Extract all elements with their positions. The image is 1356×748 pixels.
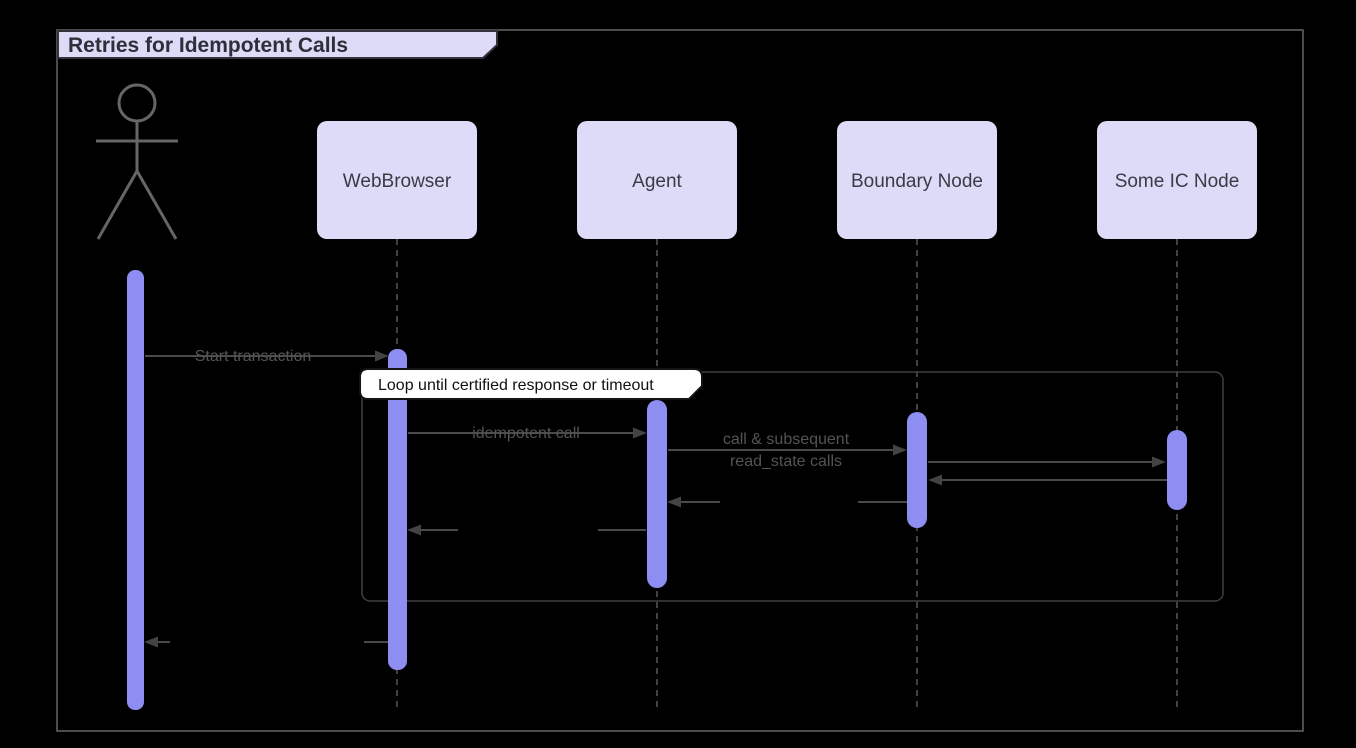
diagram-frame [56,29,1304,732]
actor-head [117,83,157,123]
actor-leg-left [96,170,139,240]
arrowhead [928,474,942,486]
message-label: Start transaction [195,348,312,365]
arrowhead [144,636,158,648]
participant-box [837,121,997,239]
message-idempotent-call: idempotent call [408,425,647,442]
arrowhead [375,350,389,362]
message-label: idempotent call [472,425,580,442]
participant-webbrowser: WebBrowser [317,121,477,239]
loop-label: Loop until certified response or timeout [378,377,654,394]
participant-box [317,121,477,239]
participant-label: Agent [632,171,682,192]
participant-label: Some IC Node [1115,171,1240,192]
activation-bar-some-ic-node [1167,430,1187,510]
participant-boundary-node: Boundary Node [837,121,997,239]
activation-bar-agent [647,400,667,588]
diagram-title-tab [57,30,498,59]
loop-frame [361,371,1224,602]
message-label-line1: call & subsequent [723,431,850,448]
return-webbrowser-to-actor [144,636,388,648]
actor-figure [96,83,178,240]
arrowhead [893,444,907,456]
activation-bar-webbrowser [388,349,407,670]
page-title: Retries for Idempotent Calls [68,34,348,57]
arrowhead [1152,456,1166,468]
arrowhead [633,427,647,439]
participant-some-ic-node: Some IC Node [1097,121,1257,239]
return-ic-to-boundary [928,474,1167,486]
participant-box [577,121,737,239]
participant-agent: Agent [577,121,737,239]
message-boundary-to-ic [928,456,1166,468]
message-label-line2: read_state calls [730,453,842,470]
arrowhead [667,496,681,508]
arrowhead [407,524,421,536]
participant-box [1097,121,1257,239]
message-start-transaction: Start transaction [145,348,389,365]
return-boundary-to-agent [667,496,907,508]
activation-bar-boundary-node [907,412,927,528]
actor-leg-right [135,170,178,240]
activation-bar-actor [127,270,144,710]
loop-label-shape [359,368,703,400]
message-call-read-state: call & subsequent read_state calls [668,431,907,470]
return-agent-to-webbrowser [407,524,646,536]
participant-label: WebBrowser [343,171,452,192]
participant-label: Boundary Node [851,171,983,192]
